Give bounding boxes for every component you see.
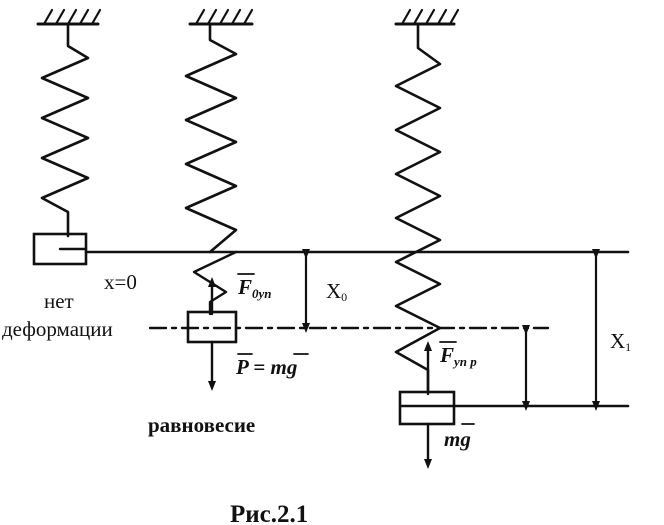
- figure-caption: Рис.2.1: [230, 501, 308, 525]
- weight-force-label: mg: [444, 427, 471, 451]
- elastic-force-label: Fуп р: [439, 343, 477, 369]
- ceiling-mount-3: [394, 8, 460, 26]
- weight-block-stretched: [398, 390, 456, 426]
- no-deformation-label-2: деформации: [2, 317, 113, 341]
- weight-formula-label: P = mg: [235, 355, 297, 379]
- ceiling-mount-1: [36, 8, 102, 26]
- x-zero-label: x=0: [104, 270, 137, 294]
- spring-undeformed: [32, 22, 90, 266]
- ceiling-mount-2: [188, 8, 254, 26]
- spring-equilibrium: [184, 22, 238, 391]
- x0-label: X0: [326, 279, 347, 304]
- equilibrium-label: равновесие: [148, 413, 255, 437]
- no-deformation-label-1: нет: [44, 289, 74, 313]
- spring-stretched: [394, 22, 456, 469]
- x1-label: X1: [610, 329, 631, 354]
- elastic-force-0-label: F0уп: [237, 275, 272, 301]
